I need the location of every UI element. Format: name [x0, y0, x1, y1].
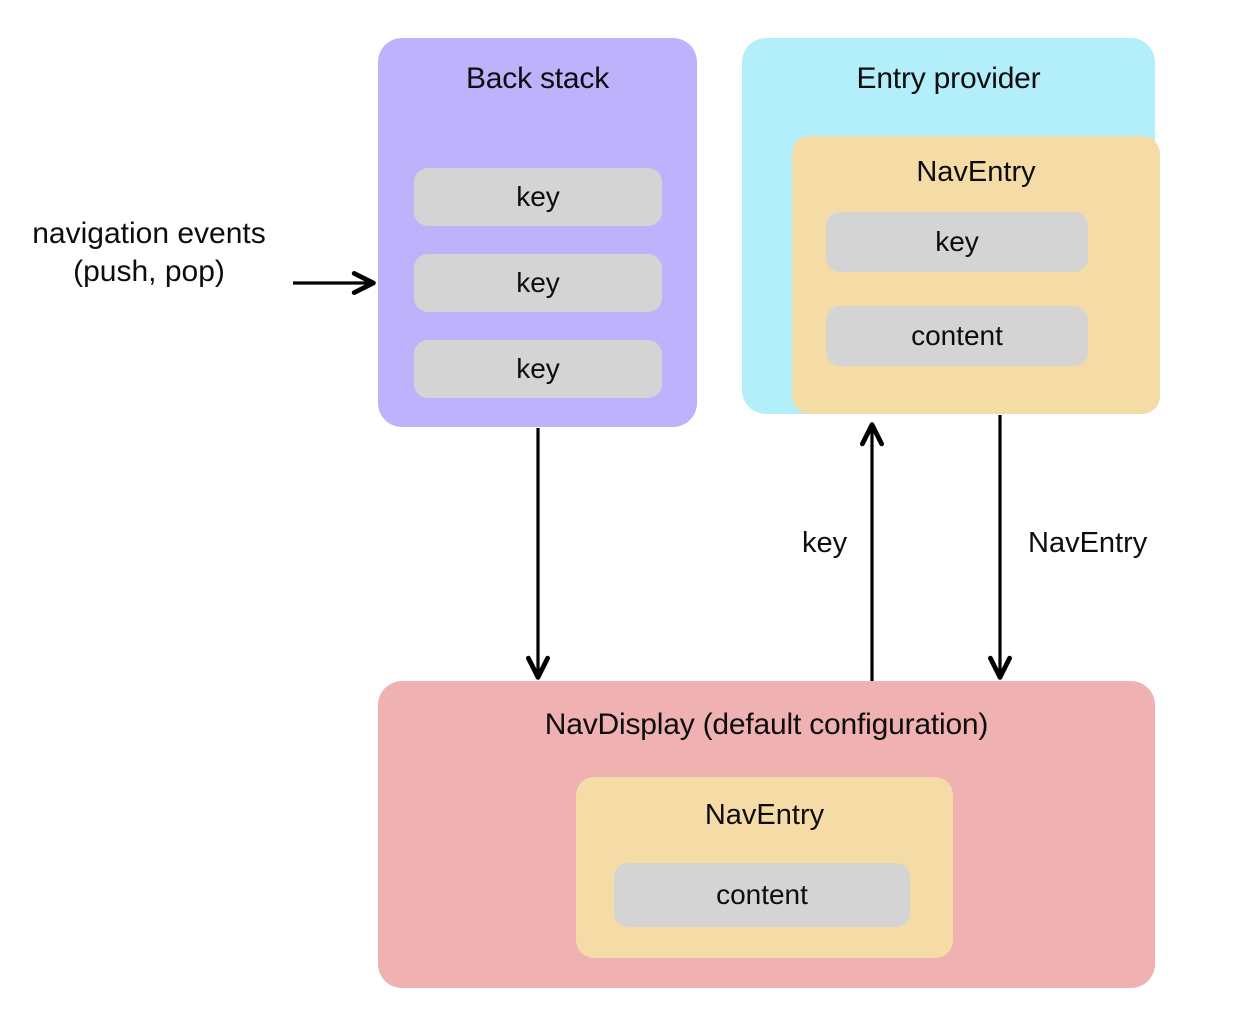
back-stack-title: Back stack — [465, 62, 610, 95]
entry-provider-title: Entry provider — [856, 62, 1041, 95]
navigation-events-line-1: navigation events — [32, 217, 266, 250]
back-stack-key-pill[interactable]: key — [414, 254, 662, 312]
back-stack-box[interactable]: Back stack key key key — [378, 38, 697, 427]
back-stack-key-pill[interactable]: key — [414, 168, 662, 226]
nav-entry-title: NavEntry — [916, 156, 1036, 188]
nav-entry-content-pill[interactable]: content — [826, 306, 1088, 366]
nav-display-title: NavDisplay (default configuration) — [544, 708, 989, 741]
navigation-events-line-2: (push, pop) — [73, 255, 225, 289]
nav-entry-content-pill[interactable]: content — [614, 863, 910, 927]
entry-provider-box[interactable]: Entry provider NavEntry key content — [742, 38, 1160, 414]
edge-label-key: key — [802, 527, 848, 559]
edge-label-naventry: NavEntry — [1028, 527, 1148, 559]
back-stack-key-pill[interactable]: key — [414, 340, 662, 398]
nav-entry-title: NavEntry — [704, 799, 825, 831]
nav-display-box[interactable]: NavDisplay (default configuration) NavEn… — [378, 681, 1155, 988]
entry-provider-nav-entry-box[interactable]: NavEntry key content — [792, 136, 1160, 414]
nav-entry-key-pill[interactable]: key — [826, 212, 1088, 272]
navigation-events-label: navigation events (push, pop) — [6, 215, 292, 292]
nav-display-nav-entry-box[interactable]: NavEntry content — [576, 777, 953, 958]
